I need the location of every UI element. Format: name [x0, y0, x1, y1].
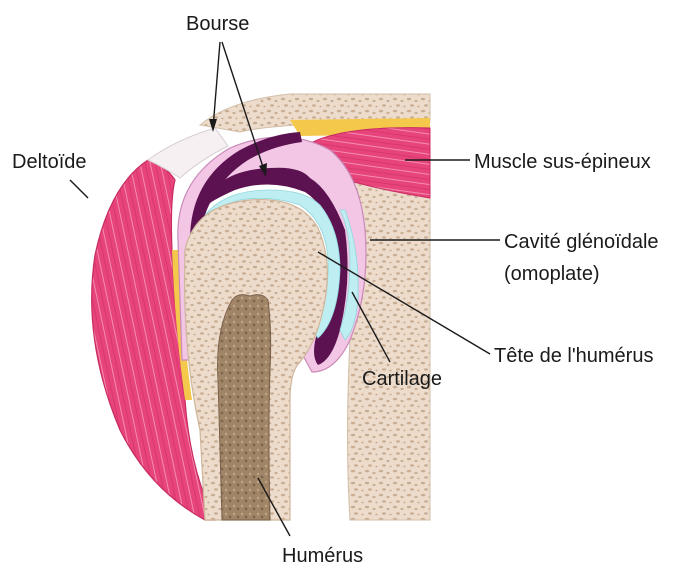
label-tete-humerus: Tête de l'humérus: [494, 345, 653, 367]
label-cavite-glenoidale: Cavité glénoïdale: [504, 231, 659, 253]
label-bourse: Bourse: [186, 13, 249, 35]
label-omoplate: (omoplate): [504, 263, 600, 285]
label-humerus: Humérus: [282, 545, 363, 567]
label-muscle-sus-epineux: Muscle sus-épineux: [474, 151, 651, 173]
leader-deltoide: [70, 180, 88, 198]
label-deltoide: Deltoïde: [12, 151, 87, 173]
label-cartilage: Cartilage: [362, 368, 442, 390]
